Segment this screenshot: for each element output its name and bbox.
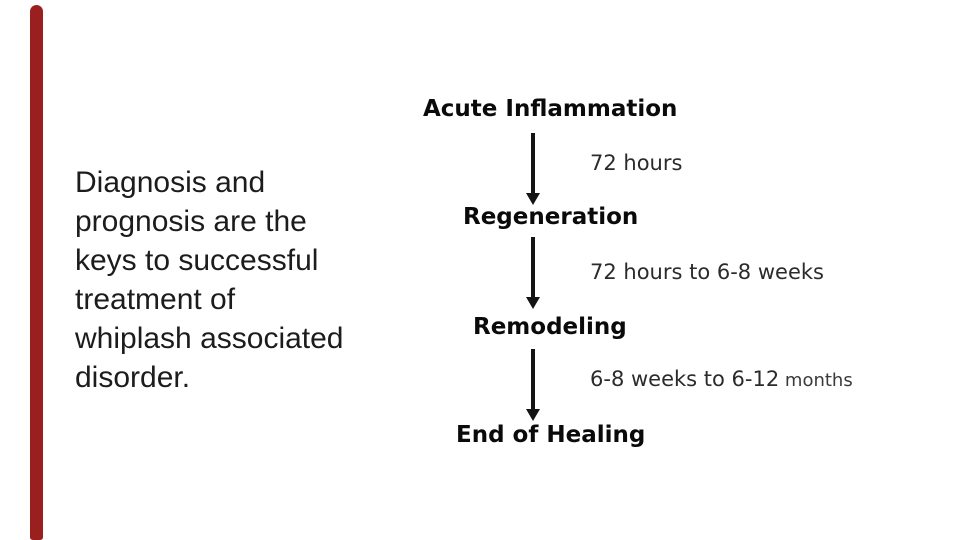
duration-text: 6-8 weeks to 6-12 <box>590 367 780 391</box>
arrow-head <box>526 297 540 309</box>
intro-line: disorder. <box>75 361 191 394</box>
intro-text: Diagnosis and prognosis are the keys to … <box>75 163 395 397</box>
duration-suffix: months <box>779 370 853 391</box>
arrow-head <box>526 193 540 205</box>
accent-bar <box>30 5 43 540</box>
down-arrow-icon <box>526 133 540 205</box>
arrow-shaft <box>531 349 535 409</box>
down-arrow-icon <box>526 237 540 309</box>
intro-line: whiplash associated <box>75 322 344 355</box>
intro-line: prognosis are the <box>75 205 307 238</box>
duration-label-2: 72 hours to 6-8 weeks <box>590 260 824 284</box>
intro-line: Diagnosis and <box>75 166 266 199</box>
arrow-shaft <box>531 133 535 193</box>
intro-line: treatment of <box>75 283 236 316</box>
duration-label-3: 6-8 weeks to 6-12 months <box>590 367 853 391</box>
arrow-head <box>526 409 540 421</box>
intro-line: keys to successful <box>75 244 319 277</box>
node-remodeling: Remodeling <box>473 314 627 340</box>
duration-text: 72 hours <box>590 151 683 175</box>
down-arrow-icon <box>526 349 540 421</box>
node-regeneration: Regeneration <box>463 204 639 230</box>
duration-label-1: 72 hours <box>590 151 682 175</box>
arrow-shaft <box>531 237 535 297</box>
node-acute-inflammation: Acute Inflammation <box>423 96 678 122</box>
node-end-of-healing: End of Healing <box>456 422 646 448</box>
duration-text: 72 hours to 6-8 weeks <box>590 260 824 284</box>
